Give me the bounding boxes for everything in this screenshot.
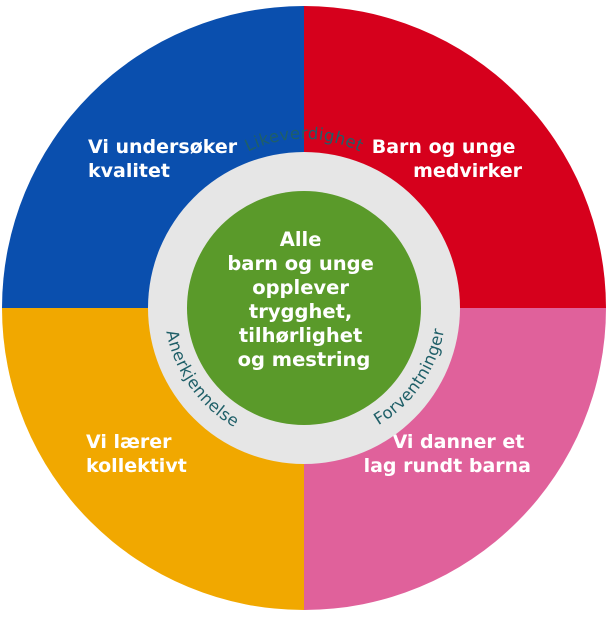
quadrant-label-line: medvirker bbox=[413, 160, 523, 182]
quadrant-label-line: Barn og unge bbox=[372, 136, 516, 158]
center-label-line: opplever bbox=[252, 276, 349, 299]
quadrant-label-line: Vi lærer bbox=[86, 431, 172, 453]
quadrant-label-line: kollektivt bbox=[86, 455, 187, 477]
quadrant-label-line: Vi danner et bbox=[393, 431, 525, 453]
quadrant-label-top-right: Barn og unge medvirker bbox=[372, 136, 523, 182]
quadrant-label-bottom-right: Vi danner et lag rundt barna bbox=[364, 431, 531, 477]
center-label-line: Alle bbox=[280, 228, 322, 251]
center-label-line: barn og unge bbox=[227, 252, 374, 275]
center-label: Alle barn og unge opplever trygghet, til… bbox=[227, 228, 380, 371]
quadrant-label-line: lag rundt barna bbox=[364, 455, 531, 477]
quadrant-label-line: Vi undersøker bbox=[88, 136, 238, 158]
center-label-line: tilhørlighet bbox=[239, 324, 362, 347]
quadrant-label-bottom-left: Vi lærer kollektivt bbox=[86, 431, 187, 477]
center-circle bbox=[187, 191, 421, 425]
quadrant-label-top-left: Vi undersøker kvalitet bbox=[88, 136, 244, 182]
quadrant-label-line: kvalitet bbox=[88, 160, 170, 182]
center-label-line: trygghet, bbox=[249, 300, 352, 323]
center-label-line: og mestring bbox=[238, 348, 371, 371]
